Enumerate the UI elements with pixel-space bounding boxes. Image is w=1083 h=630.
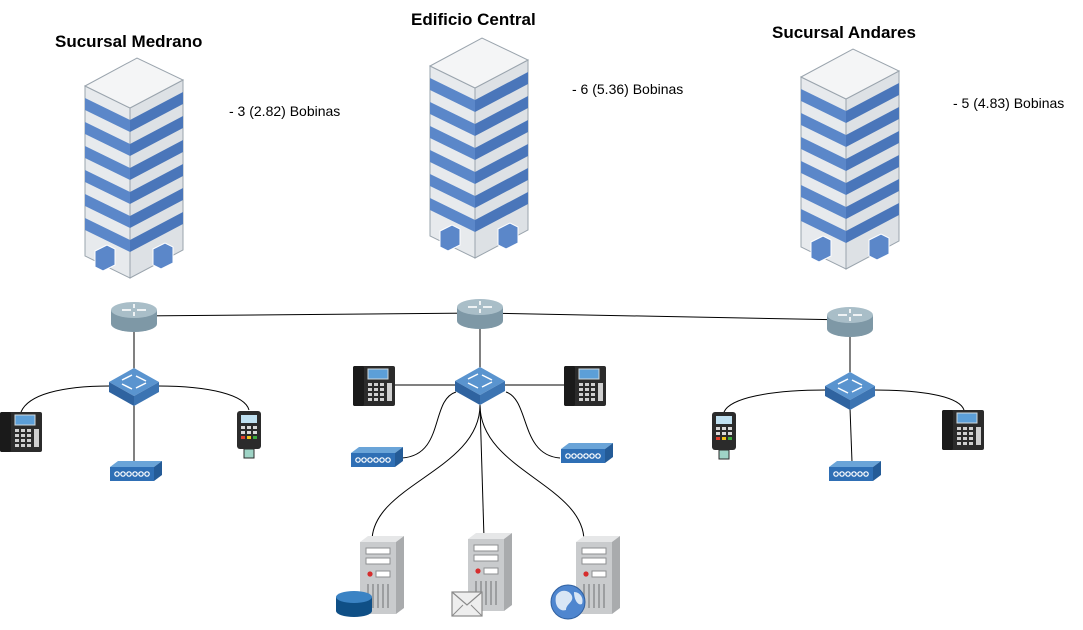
switch-icon [108, 367, 160, 407]
link-andares-phone [873, 389, 965, 411]
card-terminal-icon [711, 411, 737, 460]
modem-icon [560, 442, 614, 464]
network-links [20, 312, 965, 542]
ip-phone-icon [0, 411, 43, 453]
building-icon [84, 57, 184, 279]
router-icon [110, 301, 158, 333]
modem-icon [828, 460, 882, 482]
cable-note-central: - 6 (5.36) Bobinas [572, 81, 684, 97]
ip-phone-icon [352, 365, 396, 407]
building-icon [800, 48, 900, 270]
database-icon [336, 591, 372, 617]
cable-note-medrano: - 3 (2.82) Bobinas [229, 103, 341, 119]
card-terminal-icon [236, 410, 262, 459]
link-central-web-server [479, 404, 585, 542]
router-icon [826, 306, 874, 338]
site-title-medrano: Sucursal Medrano [55, 32, 203, 51]
ip-phone-icon [941, 409, 985, 451]
link-andares-modem [849, 407, 853, 463]
globe-icon [550, 584, 586, 620]
modem-icon [350, 446, 404, 468]
link-medrano-central [133, 312, 481, 317]
modem-icon [109, 460, 163, 482]
ip-phone-icon [563, 365, 607, 407]
cable-note-andares: - 5 (4.83) Bobinas [953, 95, 1065, 111]
link-central-modem-right [505, 391, 561, 459]
switch-icon [824, 371, 876, 411]
link-central-modem-left [401, 391, 457, 459]
site-title-andares: Sucursal Andares [772, 23, 916, 42]
building-icon [429, 37, 529, 259]
mail-icon [451, 591, 483, 617]
link-medrano-phone [20, 385, 111, 413]
switch-icon [454, 366, 506, 406]
link-andares-pos [723, 389, 827, 413]
link-medrano-pos [157, 385, 250, 411]
link-central-mail-server [479, 404, 485, 539]
router-icon [456, 298, 504, 330]
link-central-andares [479, 312, 851, 321]
link-central-db-server [371, 404, 481, 542]
site-title-central: Edificio Central [411, 10, 536, 29]
